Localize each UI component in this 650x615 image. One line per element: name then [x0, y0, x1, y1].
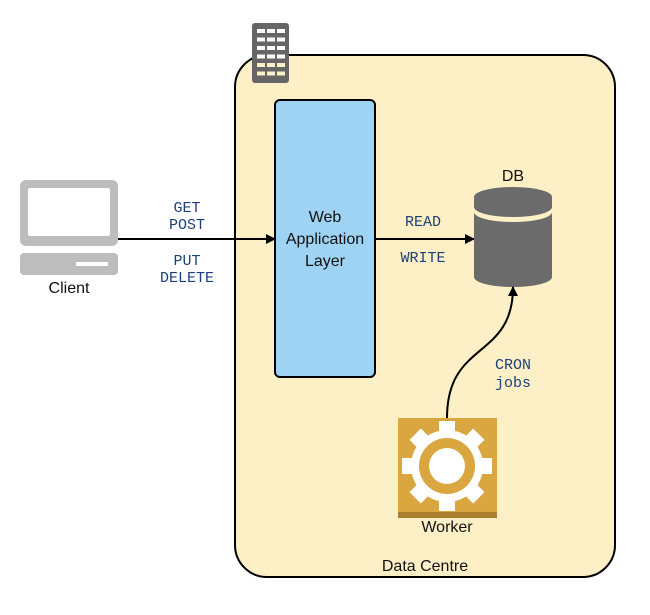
- building-window: [267, 29, 275, 33]
- building-window: [277, 37, 285, 42]
- building-window: [277, 63, 285, 67]
- read-label: READ: [405, 214, 441, 231]
- building-window: [267, 71, 275, 76]
- building-window: [277, 54, 285, 59]
- gear-tooth: [409, 428, 431, 450]
- gear-tooth: [402, 458, 416, 474]
- client-computer-icon: [20, 180, 118, 275]
- building-icon: [252, 23, 289, 83]
- web-layer-line-2: Application: [286, 231, 364, 248]
- method-delete: DELETE: [160, 270, 214, 287]
- building-window: [257, 54, 265, 59]
- method-get: GET: [173, 200, 200, 217]
- worker-label: Worker: [421, 519, 473, 536]
- building-window: [257, 37, 265, 42]
- method-put: PUT: [173, 253, 200, 270]
- client-label: Client: [49, 280, 90, 297]
- write-label: WRITE: [400, 250, 445, 267]
- building-window: [257, 29, 265, 33]
- database-cylinder-icon: [474, 187, 552, 287]
- web-layer-line-3: Layer: [305, 253, 346, 270]
- db-label: DB: [502, 168, 524, 185]
- gear-tooth: [409, 482, 431, 504]
- building-window: [267, 37, 275, 42]
- building-window: [257, 71, 265, 76]
- web-layer-line-1: Web: [309, 209, 342, 226]
- building-window: [277, 29, 285, 33]
- gear-tooth: [439, 421, 455, 435]
- gear-tooth: [478, 458, 492, 474]
- cron-label: CRON: [495, 357, 531, 374]
- building-window: [267, 46, 275, 50]
- worker-gear-icon: [398, 418, 497, 518]
- jobs-label: jobs: [495, 375, 531, 392]
- building-window: [277, 71, 285, 76]
- building-window: [267, 54, 275, 59]
- gear-tooth: [439, 497, 455, 511]
- building-window: [257, 63, 265, 67]
- building-window: [277, 46, 285, 50]
- datacentre-label: Data Centre: [382, 558, 468, 575]
- gear-tooth: [463, 428, 485, 450]
- web-application-layer: Web Application Layer: [274, 99, 376, 378]
- building-window: [257, 46, 265, 50]
- worker-to-db-arrow: [446, 286, 518, 419]
- building-window: [267, 63, 275, 67]
- gear-tooth: [463, 482, 485, 504]
- method-post: POST: [169, 217, 205, 234]
